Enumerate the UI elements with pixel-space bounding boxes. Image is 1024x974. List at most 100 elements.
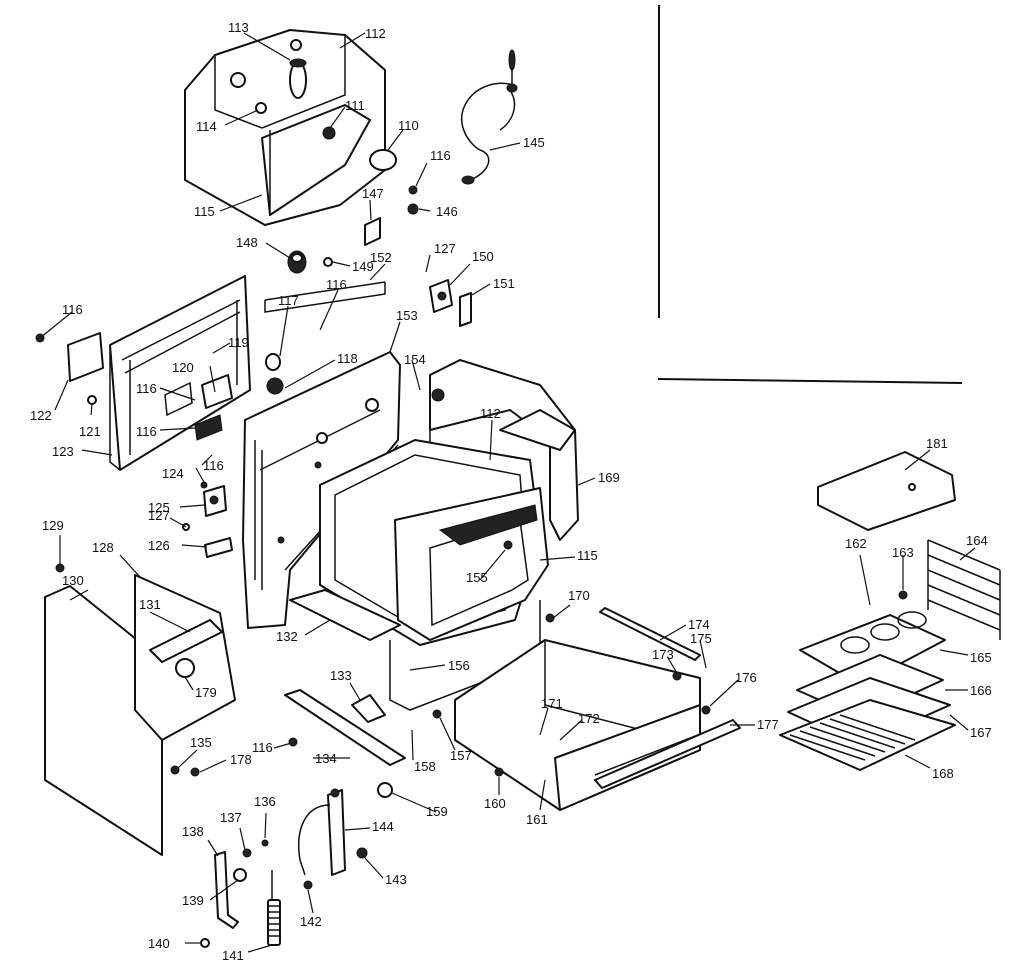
- callout-136: 136: [254, 794, 276, 809]
- callout-132: 132: [276, 629, 298, 644]
- screw-129: [55, 563, 65, 573]
- callout-171: 171: [541, 696, 563, 711]
- base-132: [289, 589, 401, 641]
- callout-177: 177: [757, 717, 779, 732]
- nut-143: [356, 847, 368, 859]
- screw-178: [190, 767, 200, 777]
- callout-148: 148: [236, 235, 258, 250]
- callout-147: 147: [362, 186, 384, 201]
- door-frame-156: [389, 600, 541, 711]
- callout-110: 110: [398, 118, 419, 133]
- callout-165: 165: [970, 650, 992, 665]
- callout-116-b: 116: [326, 277, 347, 292]
- spring-141: [267, 870, 281, 946]
- callout-119: 119: [228, 335, 249, 350]
- callout-116-a: 116: [430, 148, 451, 163]
- callout-129: 129: [42, 518, 64, 533]
- callout-140: 140: [148, 936, 170, 951]
- callout-170: 170: [568, 588, 590, 603]
- oven-light-nut: [407, 203, 419, 215]
- terminal-126: [204, 537, 233, 558]
- horizontal-divider-line: [657, 378, 963, 384]
- callout-116-g: 116: [252, 740, 273, 755]
- oven-light-fastener: [408, 185, 418, 195]
- callout-173: 173: [652, 647, 674, 662]
- callout-125: 125: [148, 500, 170, 515]
- oven-cavity-liner: [319, 439, 549, 646]
- callout-154: 154: [404, 352, 426, 367]
- terminal-block-125: [203, 485, 227, 517]
- callout-115-mid: 115: [577, 548, 598, 563]
- callout-113: 113: [228, 20, 249, 35]
- callout-153: 153: [396, 308, 418, 323]
- callout-labels: 113 112 111 114 110 116 145 115 147 146 …: [30, 20, 992, 963]
- nut-142: [303, 880, 313, 890]
- callout-127-mid: 127: [148, 508, 170, 523]
- callout-176: 176: [735, 670, 757, 685]
- washer-140: [200, 938, 210, 948]
- gas-tube-144: [298, 788, 346, 876]
- callout-181: 181: [926, 436, 948, 451]
- callout-150: 150: [472, 249, 494, 264]
- callout-166: 166: [970, 683, 992, 698]
- callout-124: 124: [162, 466, 184, 481]
- bracket-133: [351, 694, 386, 723]
- clip-173: [672, 671, 682, 681]
- callout-116-c: 116: [62, 302, 83, 317]
- callout-168: 168: [932, 766, 954, 781]
- callout-158: 158: [414, 759, 436, 774]
- callout-122: 122: [30, 408, 52, 423]
- roller-160: [494, 767, 504, 777]
- callout-114: 114: [196, 119, 217, 134]
- callout-144: 144: [372, 819, 394, 834]
- callout-127-top: 127: [434, 241, 456, 256]
- meat-probe-cord: [460, 49, 518, 185]
- callout-149: 149: [352, 259, 374, 274]
- callout-157: 157: [450, 748, 472, 763]
- callout-159: 159: [426, 804, 448, 819]
- rack-guides-164: [927, 539, 1001, 640]
- roller-159: [377, 782, 393, 798]
- callout-128: 128: [92, 540, 114, 555]
- callout-156: 156: [448, 658, 470, 673]
- callout-179: 179: [195, 685, 217, 700]
- cover-plate-181: [817, 451, 956, 531]
- control-panel-back: [35, 275, 251, 471]
- callout-163: 163: [892, 545, 914, 560]
- callout-137: 137: [220, 810, 242, 825]
- callout-117: 117: [278, 293, 299, 308]
- callout-146: 146: [436, 204, 458, 219]
- roller-157: [432, 709, 442, 719]
- callout-143: 143: [385, 872, 407, 887]
- clip-176: [701, 705, 711, 715]
- outer-cabinet-169: [429, 359, 579, 541]
- washer-149: [323, 257, 333, 267]
- callout-139: 139: [182, 893, 204, 908]
- screw-135: [170, 765, 180, 775]
- callout-174: 174: [688, 617, 710, 632]
- callout-112-top: 112: [365, 26, 386, 41]
- rail-134: [284, 689, 406, 766]
- callout-164: 164: [966, 533, 988, 548]
- callout-138: 138: [182, 824, 204, 839]
- callout-155: 155: [466, 570, 488, 585]
- callout-126: 126: [148, 538, 170, 553]
- callout-134: 134: [315, 751, 337, 766]
- callout-130: 130: [62, 573, 84, 588]
- nut-136: [261, 839, 269, 847]
- broiler-pan-165: [799, 611, 946, 686]
- callout-118: 118: [337, 351, 358, 366]
- callout-172: 172: [578, 711, 600, 726]
- side-panel-128: [134, 574, 236, 741]
- side-panel-130: [44, 585, 163, 856]
- callout-142: 142: [300, 914, 322, 929]
- drawer-slide-177: [594, 719, 741, 789]
- plate-122: [67, 332, 104, 382]
- callout-131: 131: [139, 597, 161, 612]
- callout-167: 167: [970, 725, 992, 740]
- burner-bracket-138: [214, 851, 247, 929]
- callout-116-f: 116: [203, 458, 224, 473]
- callout-121: 121: [79, 424, 101, 439]
- callout-133: 133: [330, 668, 352, 683]
